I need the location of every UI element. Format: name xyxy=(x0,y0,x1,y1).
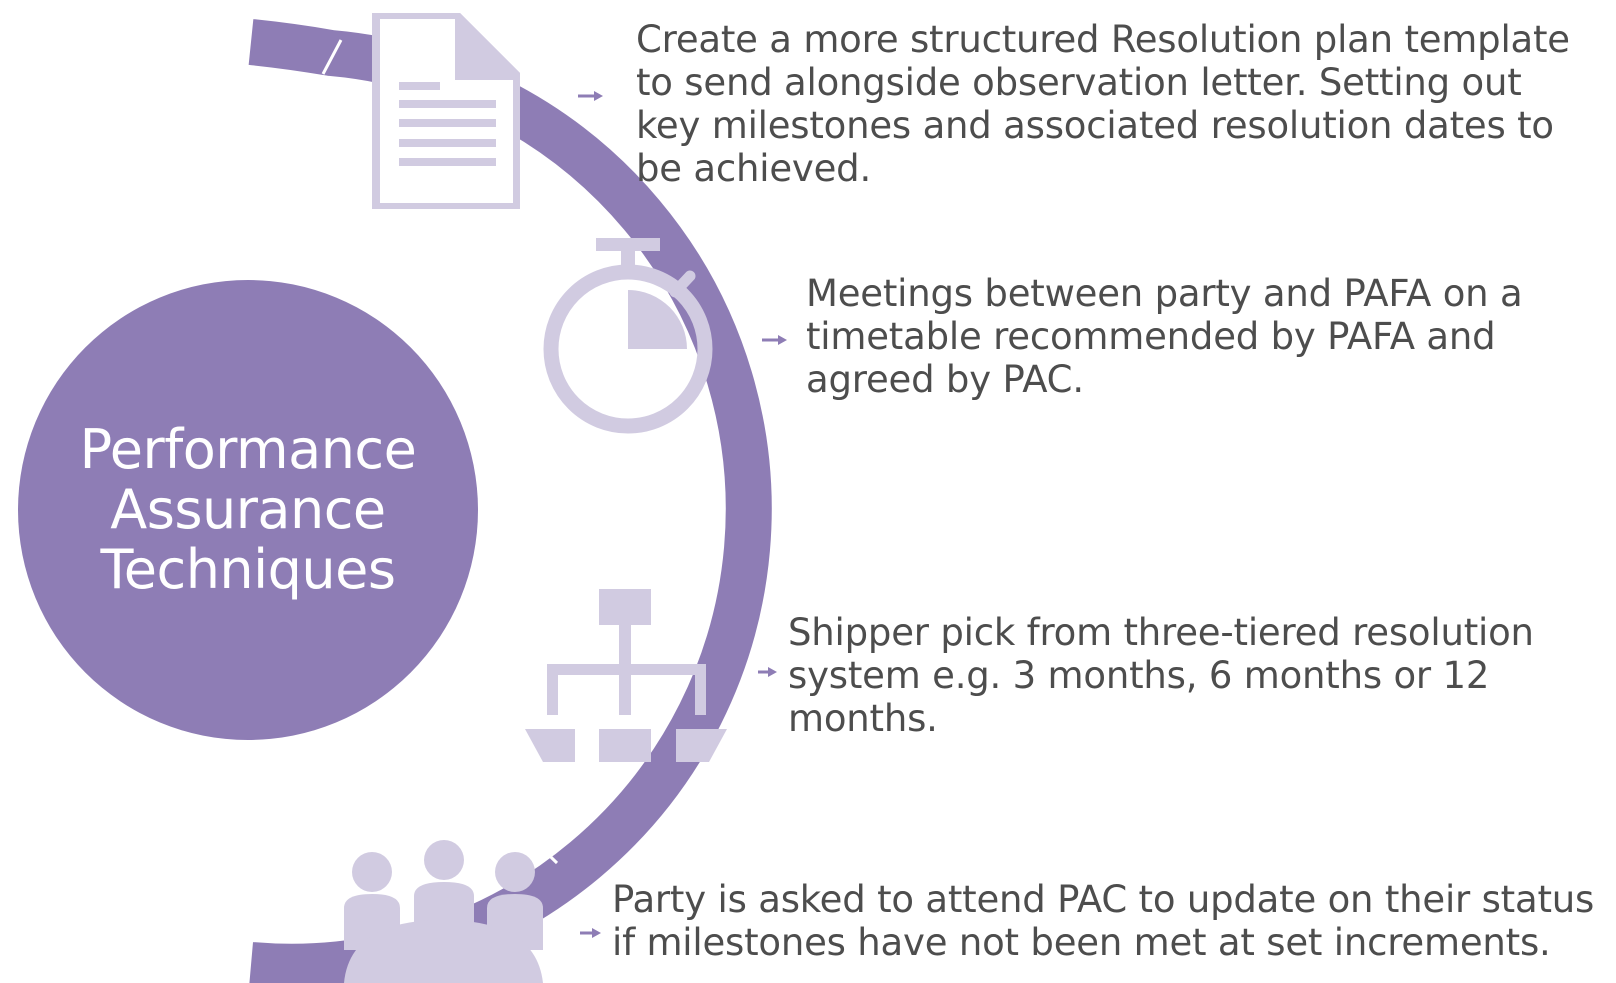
arrows xyxy=(578,91,787,938)
center-title: Performance Assurance Techniques xyxy=(79,418,417,601)
step-2-text: Meetings between party and PAFA on a tim… xyxy=(806,272,1523,401)
hierarchy-icon xyxy=(525,589,727,762)
arrow-1 xyxy=(578,91,603,101)
step-4-text: Party is asked to attend PAC to update o… xyxy=(612,878,1595,964)
arrow-3 xyxy=(758,667,777,677)
step-3-text: Shipper pick from three-tiered resolutio… xyxy=(788,611,1534,740)
step-1-text: Create a more structured Resolution plan… xyxy=(636,18,1570,190)
meeting-group-icon xyxy=(344,840,543,983)
document-icon xyxy=(372,13,520,209)
arrow-4 xyxy=(580,928,601,938)
stopwatch-icon xyxy=(543,238,713,434)
center-circle: Performance Assurance Techniques xyxy=(18,280,478,740)
arrow-2 xyxy=(762,335,787,345)
